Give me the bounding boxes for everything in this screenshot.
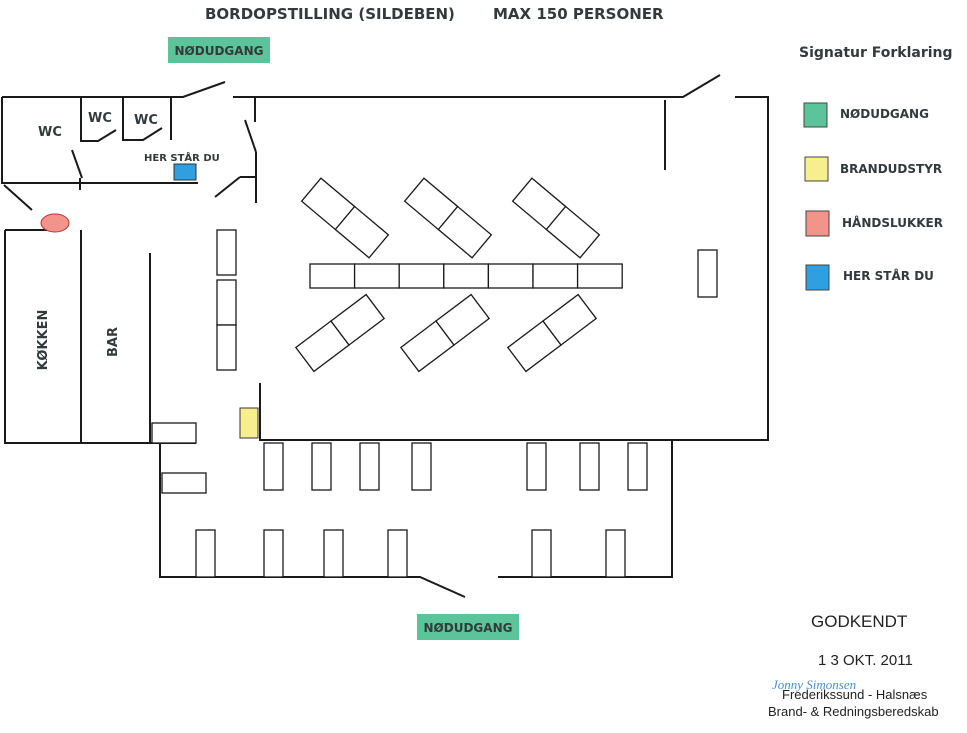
table [263, 529, 284, 578]
table-pair [403, 177, 493, 259]
center-table-row [309, 263, 623, 289]
table [526, 442, 547, 491]
table [387, 529, 408, 578]
legend-swatch-fire-equipment [804, 156, 829, 182]
svg-text:NØDUDGANG: NØDUDGANG [424, 621, 513, 635]
table-pair [511, 177, 601, 259]
legend-label: HÅNDSLUKKER [842, 215, 943, 230]
fire-equipment-marker [239, 407, 259, 439]
table [311, 442, 332, 491]
kitchen-label: KØKKEN [36, 310, 51, 371]
approval-stamp: GODKENDT 1 3 OKT. 2011 Jonny Simonsen Fr… [768, 612, 939, 719]
plan-title: BORDOPSTILLING (SILDEBEN) [205, 5, 455, 23]
table [531, 529, 552, 578]
legend-title: Signatur Forklaring [799, 45, 953, 61]
table [195, 529, 216, 578]
here-label: HER STÅR DU [144, 151, 220, 164]
table [605, 529, 626, 578]
table [216, 279, 237, 326]
legend-label: HER STÅR DU [843, 268, 934, 283]
table [216, 324, 237, 371]
emergency-exit-bottom: NØDUDGANG [417, 614, 519, 640]
stamp-org-line2: Brand- & Redningsberedskab [768, 704, 939, 719]
legend-swatch-fire-extinguisher [805, 210, 830, 237]
walls [1, 74, 769, 598]
table [161, 472, 207, 494]
wc-label: WC [88, 111, 112, 126]
stamp-approved: GODKENDT [811, 612, 907, 631]
fire-extinguisher-marker [40, 213, 70, 233]
table [263, 442, 284, 491]
wc-label: WC [134, 113, 158, 128]
stamp-date: 1 3 OKT. 2011 [818, 652, 913, 669]
signature: Jonny Simonsen [772, 677, 856, 692]
capacity-label: MAX 150 PERSONER [493, 5, 664, 23]
table-pair [300, 177, 390, 259]
legend-swatch-emergency-exit [803, 102, 828, 128]
table [627, 442, 648, 491]
legend-label: NØDUDGANG [840, 107, 929, 121]
table [411, 442, 432, 491]
you-are-here-marker [173, 163, 197, 181]
table [697, 249, 718, 298]
wc-label: WC [38, 125, 62, 140]
table [216, 229, 237, 276]
legend: Signatur Forklaring NØDUDGANG BRANDUDSTY… [799, 45, 953, 291]
table-pair [506, 293, 598, 373]
legend-label: BRANDUDSTYR [840, 162, 942, 176]
table [151, 422, 197, 444]
svg-text:NØDUDGANG: NØDUDGANG [175, 44, 264, 58]
table [323, 529, 344, 578]
stamp-org-line1: Frederikssund - Halsnæs [782, 687, 928, 702]
emergency-exit-top: NØDUDGANG [168, 37, 270, 63]
tables [151, 177, 718, 578]
table-pair [294, 293, 386, 373]
legend-swatch-you-are-here [805, 264, 830, 291]
table-pair [399, 293, 491, 373]
table [579, 442, 600, 491]
table [359, 442, 380, 491]
bar-label: BAR [106, 327, 121, 357]
